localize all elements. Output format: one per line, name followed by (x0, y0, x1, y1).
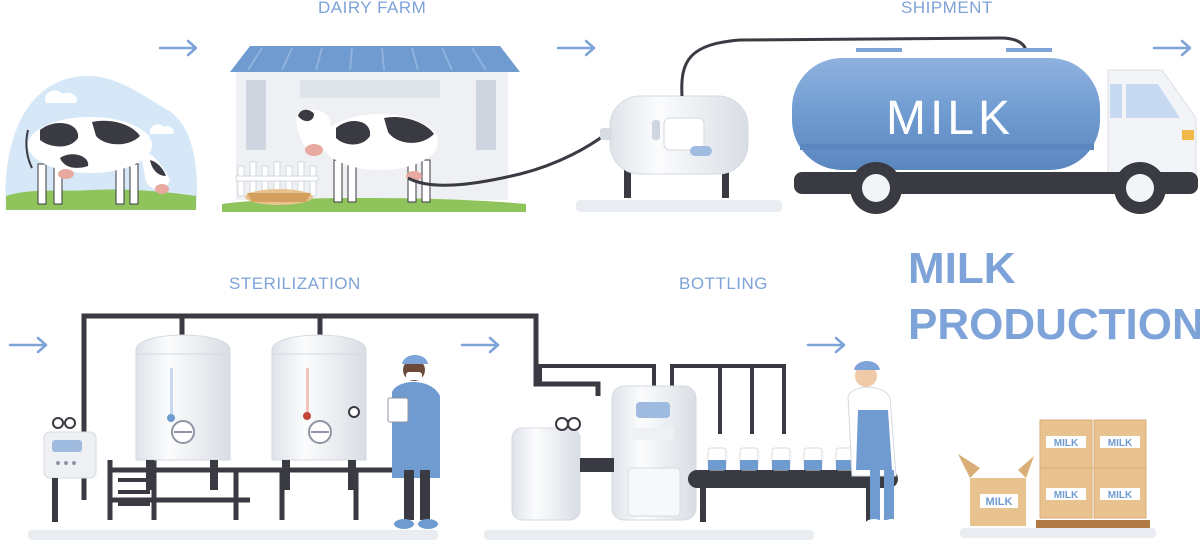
arrow-right-icon (806, 336, 846, 354)
cow-icon (25, 117, 170, 205)
sterilization-scene (28, 313, 601, 540)
arrow-right-icon (158, 39, 198, 57)
stage-label-shipment: SHIPMENT (901, 0, 993, 17)
control-panel-icon (43, 417, 97, 522)
stage-label-sterilization: STERILIZATION (229, 274, 361, 293)
truck-hose (680, 36, 1028, 97)
milk-box-icon: MILK MILK MILK MILK (1036, 419, 1150, 528)
box-label: MILK (1108, 490, 1133, 501)
cow-icon (296, 109, 438, 203)
stage-label-bottling: BOTTLING (679, 274, 769, 293)
sterilizer-tank-icon (135, 334, 231, 490)
pasture-scene (5, 75, 197, 210)
sterilizer-tank-icon (271, 334, 367, 490)
conveyor-belt (688, 447, 898, 522)
truck-tank-label: MILK (886, 92, 1014, 145)
bottling-scene (484, 361, 901, 540)
arrow-right-icon (556, 39, 596, 57)
milk-box-icon: MILK (958, 454, 1156, 538)
page-title-line-2: PRODUCTION (908, 300, 1200, 349)
box-label: MILK (1108, 438, 1133, 449)
stage-label-dairy-farm: DAIRY FARM (318, 0, 427, 17)
worker-icon (387, 355, 440, 529)
box-label: MILK (986, 496, 1013, 508)
arrow-right-icon (8, 336, 48, 354)
box-label: MILK (1054, 438, 1079, 449)
arrow-right-icon (460, 336, 500, 354)
truck-icon: MILK (792, 48, 1198, 214)
arrow-right-icon (1152, 39, 1192, 57)
worker-icon (847, 361, 901, 529)
page-title-line-1: MILK (908, 244, 1016, 293)
milk-tank-icon (576, 95, 782, 212)
box-label: MILK (1054, 490, 1079, 501)
milk-hose (407, 132, 607, 187)
barn-icon (222, 46, 526, 212)
bottling-machine-icon (511, 385, 697, 521)
